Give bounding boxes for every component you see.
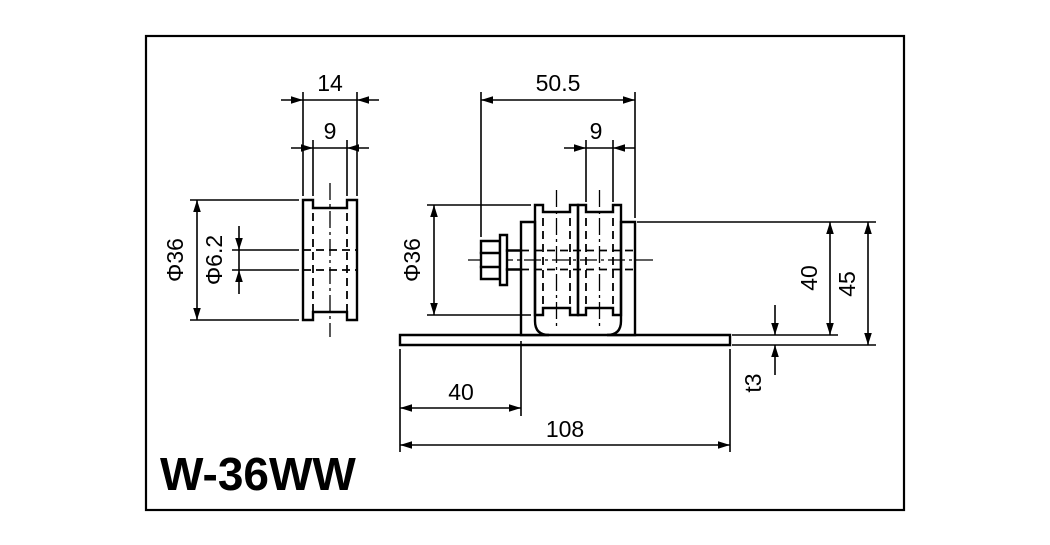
bolt-head-facets [479, 251, 502, 269]
bracket-base-plate [398, 333, 732, 347]
dim-overall-width: 50.5 [480, 70, 636, 237]
dim-groove-width-left: 9 [291, 118, 369, 196]
bolt-shaft [505, 249, 635, 271]
bolt-head [479, 239, 502, 281]
dim-wheel-width: 14 [281, 70, 379, 196]
dim-plate-thickness: t3 [740, 305, 779, 393]
dim-frame-height: 40 [732, 222, 838, 336]
dim-label-outer-diameter-left: Φ36 [162, 238, 188, 282]
drawing-border [144, 34, 906, 512]
dim-label-plate-thickness: t3 [740, 373, 766, 392]
dim-groove-width-right: 9 [564, 118, 635, 202]
dim-wheel-diameter-right: Φ36 [399, 204, 531, 316]
dim-label-base-length: 108 [546, 416, 584, 442]
dim-outer-diameter-left: Φ36 [162, 199, 299, 321]
model-number: W-36WW [160, 448, 356, 500]
right-view: 50.5 9 Φ36 40 45 [398, 70, 876, 452]
dim-label-groove-width-left: 9 [324, 118, 337, 144]
dim-label-bore-diameter: Φ6.2 [201, 235, 227, 285]
dim-label-wheel-width: 14 [317, 70, 343, 96]
dim-label-groove-width-right: 9 [590, 118, 603, 144]
dim-label-overall-width: 50.5 [536, 70, 581, 96]
dim-base-length: 108 [400, 349, 731, 452]
dim-label-overall-height: 45 [834, 271, 860, 297]
dim-bore-diameter: Φ6.2 [201, 226, 299, 294]
wheel-groove-hidden-lines [312, 200, 348, 320]
dim-label-wheel-diameter-right: Φ36 [399, 238, 425, 282]
left-view: 14 9 Φ36 Φ6.2 [162, 70, 379, 337]
dim-label-frame-height: 40 [796, 265, 822, 291]
dim-label-mount-offset: 40 [448, 379, 474, 405]
dim-mount-offset: 40 [399, 341, 522, 452]
dim-overall-height: 45 [732, 222, 876, 346]
washer [498, 233, 509, 287]
